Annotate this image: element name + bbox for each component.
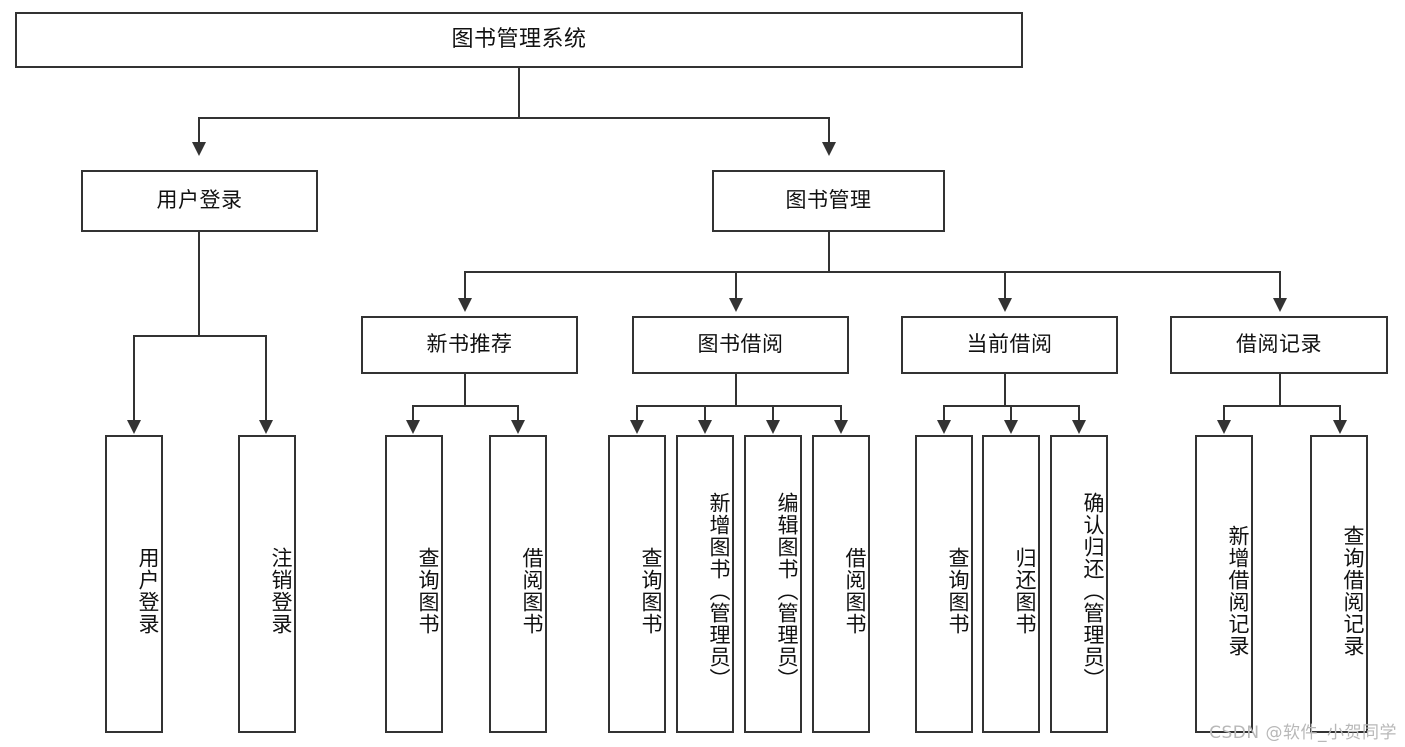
connector-nbr-leaf-1 [412,405,414,421]
connector-bb-leaf-4 [840,405,842,421]
leaf-label: 查询图书 [416,547,440,635]
watermark-csdn: CSDN @软件_小贺同学 [1209,723,1397,743]
arrow-to-user-login [192,142,206,156]
arrow-to-leaf-query-book-bb [630,420,644,434]
leaf-label: 归还图书 [1013,547,1037,635]
connector-user-login-bar [133,335,265,337]
connector-root-to-user-login [198,117,200,143]
connector-book-management-bar [464,271,1279,273]
node-label: 图书管理系统 [451,26,587,52]
arrow-to-leaf-add-book [698,420,712,434]
arrow-to-leaf-confirm-return [1072,420,1086,434]
node-label: 当前借阅 [966,332,1053,357]
connector-nbr-leaf-2 [517,405,519,421]
arrow-to-borrow-record [1273,298,1287,312]
connector-root-stem [518,68,520,118]
connector-br-bar [1223,405,1339,407]
node-new-book-recommend[interactable]: 新书推荐 [361,316,578,374]
node-root-book-management-system[interactable]: 图书管理系统 [15,12,1023,68]
leaf-query-book-current[interactable]: 查询图书 [915,435,973,733]
leaf-query-book-recommend[interactable]: 查询图书 [385,435,443,733]
node-borrow-record[interactable]: 借阅记录 [1170,316,1388,374]
leaf-return-book[interactable]: 归还图书 [982,435,1040,733]
leaf-add-borrow-record[interactable]: 新增借阅记录 [1195,435,1253,733]
arrow-to-leaf-user-login [127,420,141,434]
node-label: 借阅记录 [1236,332,1322,357]
connector-nbr-bar [412,405,517,407]
leaf-label: 用户登录 [136,547,160,635]
leaf-label: 查询图书 [639,547,663,635]
leaf-label: 编辑图书（管理员） [775,492,799,690]
connector-nbr-stem [464,374,466,406]
arrow-to-leaf-query-record [1333,420,1347,434]
leaf-add-book-admin[interactable]: 新增图书（管理员） [676,435,734,733]
arrow-to-leaf-logout [259,420,273,434]
arrow-to-leaf-edit-book [766,420,780,434]
node-user-login[interactable]: 用户登录 [81,170,318,232]
connector-br-leaf-2 [1339,405,1341,421]
leaf-confirm-return-admin[interactable]: 确认归还（管理员） [1050,435,1108,733]
leaf-label: 借阅图书 [843,547,867,635]
connector-bm-to-book-borrow [735,271,737,299]
connector-cb-leaf-2 [1010,405,1012,421]
leaf-label: 确认归还（管理员） [1081,492,1105,690]
connector-bm-to-current-borrow [1004,271,1006,299]
connector-root-to-book-management [828,117,830,143]
node-label: 图书借阅 [697,332,784,357]
connector-bm-to-new-book [464,271,466,299]
leaf-label: 新增借阅记录 [1226,525,1250,657]
leaf-query-borrow-record[interactable]: 查询借阅记录 [1310,435,1368,733]
connector-user-login-leaf-1 [133,335,135,421]
leaf-query-book-borrow[interactable]: 查询图书 [608,435,666,733]
connector-bb-leaf-3 [772,405,774,421]
arrow-to-new-book-recommend [458,298,472,312]
connector-bb-leaf-1 [636,405,638,421]
connector-root-bar [198,117,830,119]
arrow-to-leaf-borrow-book-nbr [511,420,525,434]
connector-user-login-leaf-2 [265,335,267,421]
node-label: 图书管理 [785,188,872,213]
node-book-borrow[interactable]: 图书借阅 [632,316,849,374]
connector-cb-leaf-1 [943,405,945,421]
leaf-borrow-book-recommend[interactable]: 借阅图书 [489,435,547,733]
arrow-to-leaf-query-book-nbr [406,420,420,434]
node-label: 新书推荐 [426,332,513,357]
connector-br-leaf-1 [1223,405,1225,421]
leaf-logout[interactable]: 注销登录 [238,435,296,733]
arrow-to-leaf-add-record [1217,420,1231,434]
node-label: 用户登录 [156,188,243,213]
connector-br-stem [1279,374,1281,406]
connector-bb-stem [735,374,737,406]
connector-bb-bar [636,405,840,407]
leaf-label: 借阅图书 [520,547,544,635]
leaf-label: 查询借阅记录 [1341,525,1365,657]
connector-user-login-stem [198,232,200,336]
connector-book-management-stem [828,232,830,272]
connector-bm-to-borrow-record [1279,271,1281,299]
leaf-label: 查询图书 [946,547,970,635]
node-current-borrow[interactable]: 当前借阅 [901,316,1118,374]
node-book-management[interactable]: 图书管理 [712,170,945,232]
connector-cb-stem [1004,374,1006,406]
arrow-to-book-management [822,142,836,156]
arrow-to-book-borrow [729,298,743,312]
connector-bb-leaf-2 [704,405,706,421]
arrow-to-leaf-return-book [1004,420,1018,434]
arrow-to-leaf-query-book-cb [937,420,951,434]
leaf-user-login[interactable]: 用户登录 [105,435,163,733]
leaf-label: 新增图书（管理员） [707,492,731,690]
leaf-edit-book-admin[interactable]: 编辑图书（管理员） [744,435,802,733]
arrow-to-current-borrow [998,298,1012,312]
arrow-to-leaf-borrow-book-bb [834,420,848,434]
leaf-borrow-book[interactable]: 借阅图书 [812,435,870,733]
leaf-label: 注销登录 [269,547,293,635]
connector-cb-leaf-3 [1078,405,1080,421]
